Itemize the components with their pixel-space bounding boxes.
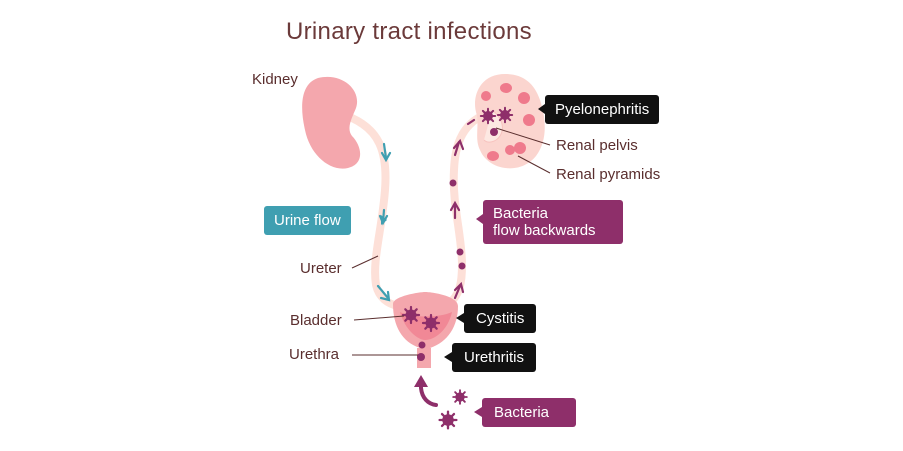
tag-cystitis: Cystitis [464, 304, 537, 333]
tag-pyelonephritis: Pyelonephritis [545, 95, 660, 124]
tag-urethritis: Urethritis [452, 343, 537, 372]
urethra-bacteria-2 [417, 353, 425, 361]
tag-urine-flow: Urine flow [264, 206, 351, 235]
ureter-bacteria-dots [449, 179, 466, 270]
kidney-bacteria [479, 106, 514, 136]
bacteria-entry-arrow [419, 382, 438, 407]
label-ureter: Ureter [300, 260, 342, 277]
left-kidney [302, 76, 361, 169]
renal-pyramids-leader [517, 155, 551, 174]
bacteria-pointer [474, 407, 482, 417]
cystitis-pointer [456, 313, 464, 323]
bacteria-flow-arrows [449, 118, 476, 300]
diagram-title: Urinary tract infections [286, 18, 532, 45]
right-kidney [475, 74, 545, 169]
urethra-bacteria-1 [418, 341, 426, 349]
tag-bacteria-flow-line1: Bacteria [493, 205, 549, 222]
label-renal-pyramids: Renal pyramids [556, 166, 661, 183]
pyelonephritis-pointer [538, 104, 545, 114]
ureter-leader [351, 255, 379, 269]
tag-bacteria-flow-backwards: Bacteria flow backwards [483, 200, 623, 244]
label-bladder: Bladder [290, 312, 342, 329]
renal-pelvis-leader [495, 127, 551, 146]
urine-flow-pointer [381, 215, 387, 225]
label-renal-pelvis: Renal pelvis [556, 137, 638, 154]
bladder-leader [353, 315, 405, 321]
label-kidney: Kidney [252, 71, 298, 88]
tag-bacteria: Bacteria [482, 398, 576, 427]
left-ureter [348, 114, 402, 310]
tag-bacteria-flow-line2: flow backwards [493, 222, 596, 239]
urethritis-pointer [444, 352, 452, 362]
bacteria-flow-pointer [476, 214, 483, 224]
label-urethra: Urethra [289, 346, 340, 363]
outside-bacteria [438, 389, 468, 430]
